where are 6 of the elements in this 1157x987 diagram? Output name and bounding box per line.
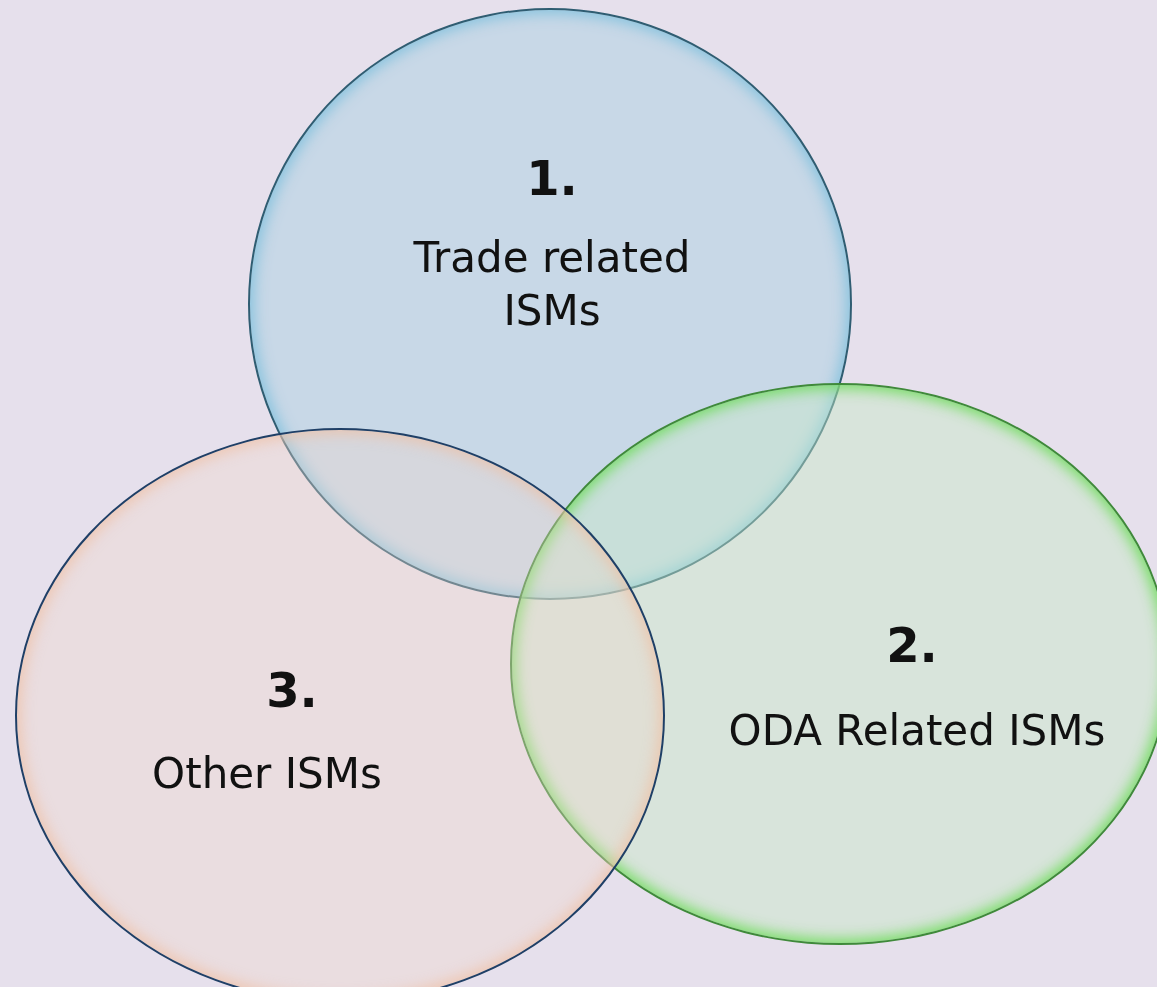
section-label: Trade related ISMs [412, 232, 692, 337]
section-number: 3. [265, 662, 319, 718]
section-number: 2. [885, 617, 939, 673]
section-label: ODA Related ISMs [727, 705, 1107, 757]
section-number: 1. [525, 150, 579, 206]
section-label: Other ISMs [151, 748, 383, 800]
